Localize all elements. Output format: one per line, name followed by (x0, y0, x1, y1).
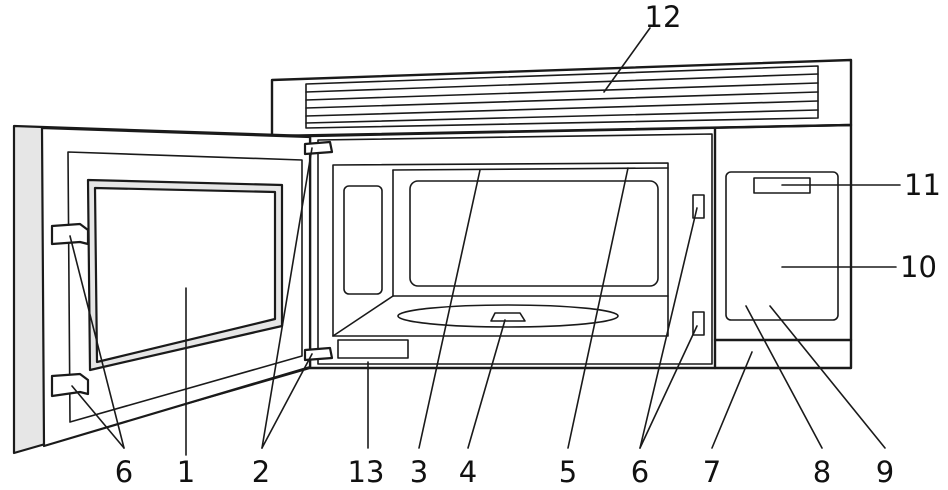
cabinet-outline (308, 123, 853, 370)
callout-6-right: 6 (631, 455, 649, 489)
vent-grille (270, 58, 853, 138)
door-inner-frame (67, 151, 303, 423)
leader-line-8 (745, 305, 823, 449)
cavity-front-frame (317, 133, 713, 365)
leader-line-6-right-lower (639, 325, 698, 449)
door-window (93, 186, 277, 364)
leader-lines (69, 27, 901, 456)
vent-slat (305, 91, 819, 109)
cavity-back-top (392, 167, 669, 171)
callout-11: 11 (904, 168, 941, 202)
model-label-plate (337, 339, 409, 359)
leader-line-9 (769, 305, 886, 449)
leader-line-6-left-lower (71, 385, 125, 449)
vent-grille-panel (305, 65, 819, 129)
callout-10: 10 (900, 250, 937, 284)
control-panel-touchpad (725, 171, 839, 321)
turntable-hub (490, 312, 526, 322)
cabinet-body (308, 123, 853, 370)
leader-line-6-left-upper (69, 235, 125, 449)
oven-cavity (317, 133, 713, 365)
callout-8: 8 (813, 455, 831, 489)
callout-3: 3 (410, 455, 428, 489)
vent-slat (305, 100, 819, 117)
callout-4: 4 (459, 455, 477, 489)
vent-slat (305, 109, 819, 124)
door-latch-hole-lower (692, 311, 705, 336)
leader-line-4 (467, 319, 506, 449)
leader-line-2-lower (261, 353, 313, 449)
callout-labels: 1 2 3 4 5 6 6 7 8 9 10 11 12 13 (115, 0, 941, 489)
callout-9: 9 (876, 455, 894, 489)
leader-line-2-upper (261, 147, 313, 449)
cavity-side-window (343, 185, 383, 295)
callout-2: 2 (252, 455, 270, 489)
door-latch-upper (50, 222, 90, 246)
door-latch-hole-upper (692, 194, 705, 219)
leader-line-5 (567, 167, 629, 449)
callout-13: 13 (348, 455, 385, 489)
callout-7: 7 (703, 455, 721, 489)
leader-line-6-right-upper (639, 207, 698, 449)
callout-6-left: 6 (115, 455, 133, 489)
control-panel (713, 171, 853, 342)
leader-line-12 (603, 27, 651, 93)
door-hinge-lower (303, 346, 334, 362)
callout-12: 12 (645, 0, 682, 34)
cavity-back-window (409, 180, 659, 287)
turntable (397, 304, 619, 328)
vent-slat (305, 82, 819, 101)
door-latch-lower (50, 372, 90, 398)
callout-1: 1 (177, 455, 195, 489)
leader-line-3 (418, 169, 481, 449)
door (12, 124, 334, 455)
callout-5: 5 (559, 455, 577, 489)
door-hinge-upper (303, 140, 334, 156)
cavity-inner-opening (332, 162, 669, 337)
vent-slat (305, 73, 819, 93)
leader-line-7 (711, 351, 753, 449)
cavity-floor-edge (332, 295, 394, 337)
